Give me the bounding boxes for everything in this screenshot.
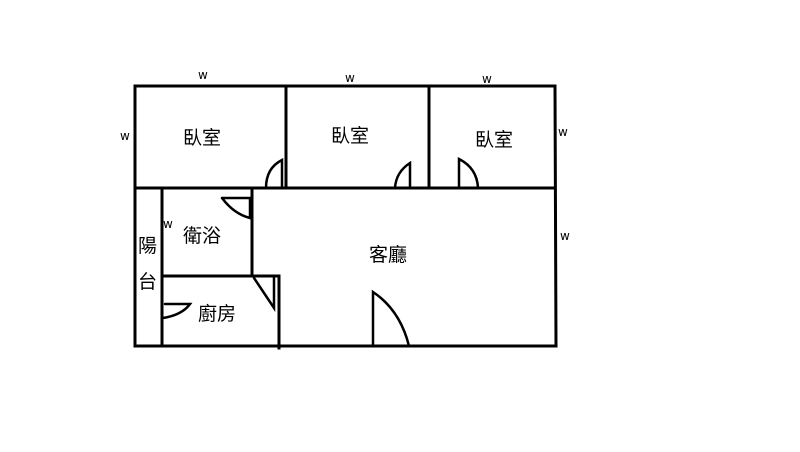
room-label-balcony-bottom: 台 [138, 271, 157, 293]
window-marks: w w w w w w w [120, 68, 570, 243]
interior-walls [133, 84, 557, 350]
window-mark-top-2: w [345, 71, 355, 85]
window-mark-left: w [120, 129, 130, 143]
door-bedroom-3 [457, 156, 480, 190]
window-mark-top-3: w [482, 72, 492, 86]
window-mark-bathroom: w [163, 217, 173, 231]
room-label-bedroom-2: 臥室 [331, 125, 369, 147]
room-label-balcony-top: 陽 [138, 235, 157, 257]
door-entrance [371, 289, 411, 348]
room-label-bathroom: 衛浴 [183, 225, 221, 247]
window-mark-right-2: w [560, 229, 570, 243]
window-mark-top-1: w [198, 68, 208, 82]
outer-walls [133, 84, 558, 348]
door-kitchen-living [252, 276, 276, 313]
room-label-kitchen: 廚房 [198, 302, 236, 325]
door-bedroom-2 [393, 160, 412, 190]
door-bedroom-1 [264, 157, 284, 190]
room-label-bedroom-3: 臥室 [475, 129, 513, 151]
door-bathroom [220, 196, 252, 220]
room-label-living-room: 客廳 [369, 244, 407, 266]
doors [161, 156, 480, 348]
door-kitchen [161, 302, 193, 320]
room-label-bedroom-1: 臥室 [183, 127, 221, 149]
window-mark-right-1: w [558, 125, 568, 139]
wall-right [553, 84, 558, 348]
room-labels: 臥室 臥室 臥室 衛浴 客廳 廚房 陽 台 [138, 125, 513, 325]
